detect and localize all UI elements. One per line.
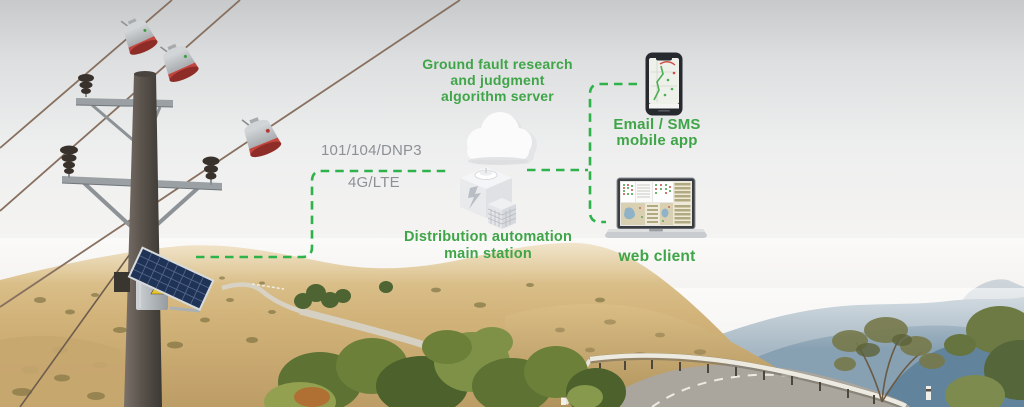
utility-pole xyxy=(124,74,162,407)
solar-data-collector xyxy=(114,246,215,313)
mobile-app-label-line1: Email / SMS xyxy=(613,116,701,133)
station-label: Distribution automation main station xyxy=(388,229,588,263)
station-label-line2: main station xyxy=(444,246,532,262)
protocol-label: 101/104/DNP3 xyxy=(321,142,422,159)
station-label-line1: Distribution automation xyxy=(403,229,573,245)
mobile-app-label-line2: mobile app xyxy=(616,132,698,149)
server-label-line3: algorithm server xyxy=(441,88,554,104)
cloud-server-icon xyxy=(467,112,537,165)
server-label-line1: Ground fault research xyxy=(422,56,573,72)
main-station-icon xyxy=(460,167,517,229)
server-label: Ground fault research and judgment algor… xyxy=(395,56,600,104)
smartphone-icon xyxy=(645,52,683,116)
mobile-app-label: Email / SMS mobile app xyxy=(577,117,737,149)
server-label-line2: and judgment xyxy=(450,72,545,88)
network-label: 4G/LTE xyxy=(348,174,400,191)
fault-indicator-device xyxy=(120,18,282,158)
web-client-label: web client xyxy=(618,248,696,265)
laptop-icon xyxy=(605,177,707,238)
